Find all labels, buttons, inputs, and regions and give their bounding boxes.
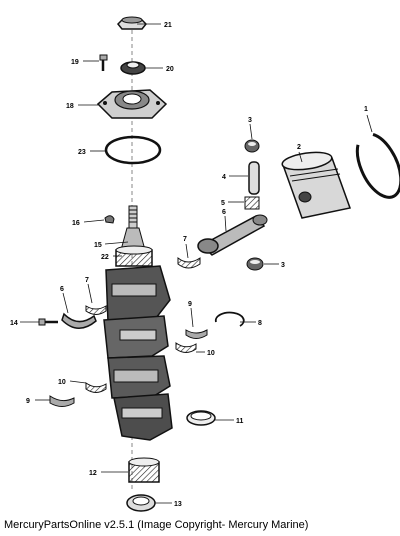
callout-15: 15 bbox=[94, 242, 102, 249]
callout-3-bottom: 3 bbox=[281, 262, 285, 269]
callout-16: 16 bbox=[72, 220, 80, 227]
part-1-piston-ring[interactable] bbox=[350, 130, 400, 204]
part-8-retaining-ring[interactable] bbox=[214, 311, 245, 327]
callout-2: 2 bbox=[297, 144, 301, 151]
part-5-needle-bearing[interactable] bbox=[244, 196, 260, 210]
callout-14: 14 bbox=[10, 320, 18, 327]
callout-20: 20 bbox=[166, 66, 174, 73]
callout-7-top: 7 bbox=[183, 236, 187, 243]
part-7-bearing-half-right[interactable] bbox=[177, 256, 201, 269]
part-2-piston[interactable] bbox=[281, 150, 351, 219]
callout-10-right: 10 bbox=[207, 350, 215, 357]
leader-lines bbox=[20, 23, 373, 504]
part-14-screw[interactable] bbox=[38, 318, 58, 326]
callout-1: 1 bbox=[364, 106, 368, 113]
callout-10-left: 10 bbox=[58, 379, 66, 386]
part-18-end-cap[interactable] bbox=[96, 89, 168, 119]
part-6-rod-cap[interactable] bbox=[61, 312, 97, 329]
callout-19: 19 bbox=[71, 59, 79, 66]
callout-22: 22 bbox=[101, 254, 109, 261]
callout-6-left: 6 bbox=[60, 286, 64, 293]
part-6-connecting-rod[interactable] bbox=[197, 214, 268, 256]
callout-9-left: 9 bbox=[26, 398, 30, 405]
part-11-seal-ring[interactable] bbox=[186, 410, 216, 426]
part-22-upper-bearing[interactable] bbox=[115, 245, 153, 267]
part-10-bearing-half-left[interactable] bbox=[85, 382, 107, 393]
callout-23: 23 bbox=[78, 149, 86, 156]
part-23-o-ring[interactable] bbox=[104, 135, 162, 165]
callout-5: 5 bbox=[221, 200, 225, 207]
callout-6-top: 6 bbox=[222, 209, 226, 216]
callout-3-top: 3 bbox=[248, 117, 252, 124]
part-21-nut[interactable] bbox=[116, 16, 148, 30]
part-3-bearing-cage-bottom[interactable] bbox=[246, 257, 264, 271]
part-9-bearing-half-left[interactable] bbox=[49, 395, 75, 407]
copyright-footer: MercuryPartsOnline v2.5.1 (Image Copyrig… bbox=[4, 519, 309, 531]
part-15-crankshaft-taper[interactable] bbox=[120, 205, 146, 251]
part-4-piston-pin[interactable] bbox=[248, 161, 260, 195]
part-12-roller-bearing[interactable] bbox=[128, 457, 160, 483]
part-9-bearing-half-right[interactable] bbox=[185, 329, 208, 339]
callout-4: 4 bbox=[222, 174, 226, 181]
callout-21: 21 bbox=[164, 22, 172, 29]
callout-11: 11 bbox=[236, 418, 244, 425]
part-7-bearing-half-left[interactable] bbox=[85, 305, 107, 315]
part-19-screw[interactable] bbox=[99, 54, 108, 71]
part-20-seal[interactable] bbox=[120, 61, 146, 75]
callout-7-left: 7 bbox=[85, 277, 89, 284]
callout-12: 12 bbox=[89, 470, 97, 477]
callout-18: 18 bbox=[66, 103, 74, 110]
callout-13: 13 bbox=[174, 501, 182, 508]
part-16-woodruff-key[interactable] bbox=[104, 215, 115, 224]
part-3-bearing-cage-top[interactable] bbox=[244, 139, 260, 153]
callout-9-right: 9 bbox=[188, 301, 192, 308]
crankshaft-body[interactable] bbox=[103, 265, 173, 441]
callout-8: 8 bbox=[258, 320, 262, 327]
part-13-bottom-seal[interactable] bbox=[126, 494, 156, 512]
part-10-bearing-half-right[interactable] bbox=[175, 342, 197, 353]
